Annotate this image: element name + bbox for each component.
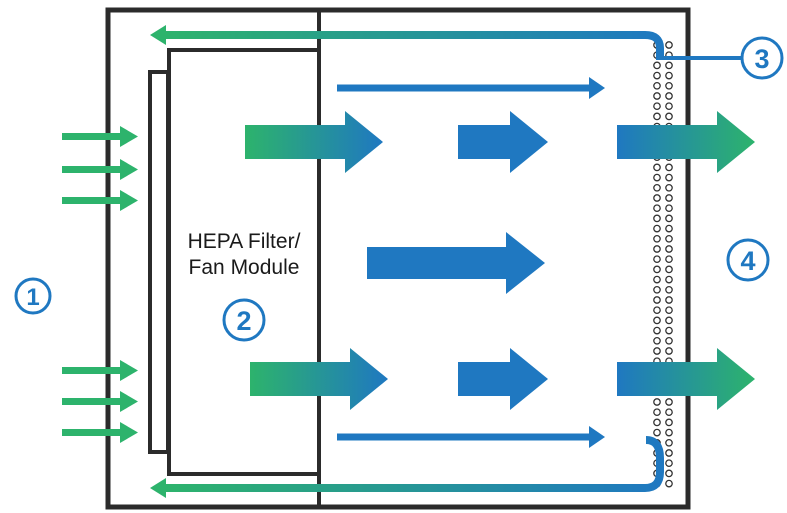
perforation-hole bbox=[653, 71, 661, 80]
callout-4-number: 4 bbox=[740, 246, 755, 276]
big-arrow-row2-2 bbox=[458, 348, 548, 410]
callout-2-number: 2 bbox=[236, 306, 251, 336]
perforation-hole bbox=[653, 173, 661, 182]
perforation-hole bbox=[653, 398, 661, 406]
perforation-hole bbox=[653, 102, 661, 111]
perforation-hole bbox=[665, 163, 673, 172]
perforation-hole bbox=[665, 438, 673, 447]
callout-3-number: 3 bbox=[754, 44, 769, 74]
perforation-hole bbox=[665, 234, 673, 243]
perforation-hole bbox=[665, 224, 673, 233]
thin-arrow-bottom-head bbox=[589, 426, 605, 448]
perforation-hole bbox=[653, 81, 661, 90]
perforation-hole bbox=[653, 245, 661, 253]
callout-1-number: 1 bbox=[26, 284, 39, 311]
perforation-hole bbox=[665, 285, 673, 294]
perforation-hole bbox=[665, 61, 673, 70]
perforation-hole bbox=[653, 255, 661, 264]
perforation-hole bbox=[653, 224, 661, 233]
perforation-hole bbox=[653, 316, 661, 325]
callout-2-circle bbox=[222, 298, 266, 342]
perforation-hole bbox=[665, 194, 673, 202]
prefilter-frame bbox=[148, 70, 170, 454]
perforation-hole bbox=[653, 163, 661, 172]
bottom-return-arrowhead bbox=[150, 478, 166, 498]
perforation-hole bbox=[653, 347, 661, 355]
perforation-hole bbox=[665, 336, 673, 345]
perforation-hole bbox=[665, 428, 673, 437]
big-arrow-row1-1 bbox=[245, 111, 383, 173]
perforation-hole bbox=[653, 326, 661, 335]
perforation-hole bbox=[665, 469, 673, 478]
thin-arrow-top-head bbox=[589, 77, 605, 99]
perforated-panel bbox=[653, 41, 673, 488]
perforation-hole bbox=[665, 92, 673, 100]
perforation-hole bbox=[665, 398, 673, 406]
module-label-line2: Fan Module bbox=[189, 256, 300, 279]
perforation-hole bbox=[653, 204, 661, 213]
perforation-hole bbox=[665, 255, 673, 264]
perforation-hole bbox=[665, 296, 673, 304]
perforation-hole bbox=[665, 71, 673, 80]
perforation-hole bbox=[665, 41, 673, 49]
perforation-hole bbox=[653, 92, 661, 100]
perforation-hole bbox=[653, 112, 661, 121]
perforation-hole bbox=[665, 112, 673, 121]
perforation-hole bbox=[665, 214, 673, 223]
perforation-hole bbox=[653, 418, 661, 427]
perforation-hole bbox=[665, 449, 673, 457]
perforation-hole bbox=[665, 306, 673, 315]
perforation-hole bbox=[653, 336, 661, 345]
callout-1-circle bbox=[14, 277, 52, 315]
hepa-filter-fan-module bbox=[167, 48, 321, 476]
perforation-hole bbox=[665, 418, 673, 427]
top-return-arrowhead bbox=[150, 25, 166, 45]
perforation-hole bbox=[653, 214, 661, 223]
big-arrow-row1-outlet bbox=[617, 111, 755, 173]
module-label-line1: HEPA Filter/ bbox=[188, 230, 301, 253]
perforation-hole bbox=[665, 245, 673, 253]
callout-3-circle bbox=[740, 36, 784, 80]
perforation-hole bbox=[665, 81, 673, 90]
perforation-hole bbox=[653, 234, 661, 243]
perforation-hole bbox=[665, 479, 673, 488]
perforation-hole bbox=[653, 408, 661, 417]
perforation-hole bbox=[665, 459, 673, 468]
perforation-hole bbox=[665, 275, 673, 284]
perforation-hole bbox=[665, 102, 673, 111]
perforation-hole bbox=[653, 306, 661, 315]
perforation-hole bbox=[653, 61, 661, 70]
perforation-hole bbox=[653, 285, 661, 294]
big-arrow-row2-outlet bbox=[617, 348, 755, 410]
perforation-hole bbox=[665, 173, 673, 182]
perforation-hole bbox=[653, 275, 661, 284]
big-arrow-middle bbox=[367, 232, 545, 294]
big-arrow-row2-1 bbox=[250, 348, 388, 410]
perforation-hole bbox=[653, 194, 661, 202]
perforation-hole bbox=[653, 296, 661, 304]
bottom-return-airflow bbox=[165, 436, 664, 492]
perforation-hole bbox=[653, 265, 661, 274]
perforation-hole bbox=[665, 347, 673, 355]
perforation-hole bbox=[665, 183, 673, 192]
perforation-hole bbox=[665, 408, 673, 417]
perforation-hole bbox=[653, 428, 661, 437]
perforation-hole bbox=[665, 204, 673, 213]
perforation-hole bbox=[665, 265, 673, 274]
top-return-airflow bbox=[165, 31, 664, 60]
perforation-hole bbox=[665, 326, 673, 335]
callout-4-circle bbox=[726, 238, 770, 282]
big-arrow-row1-2 bbox=[458, 111, 548, 173]
perforation-hole bbox=[665, 316, 673, 325]
inlet-arrows bbox=[62, 126, 138, 443]
perforation-hole bbox=[653, 183, 661, 192]
